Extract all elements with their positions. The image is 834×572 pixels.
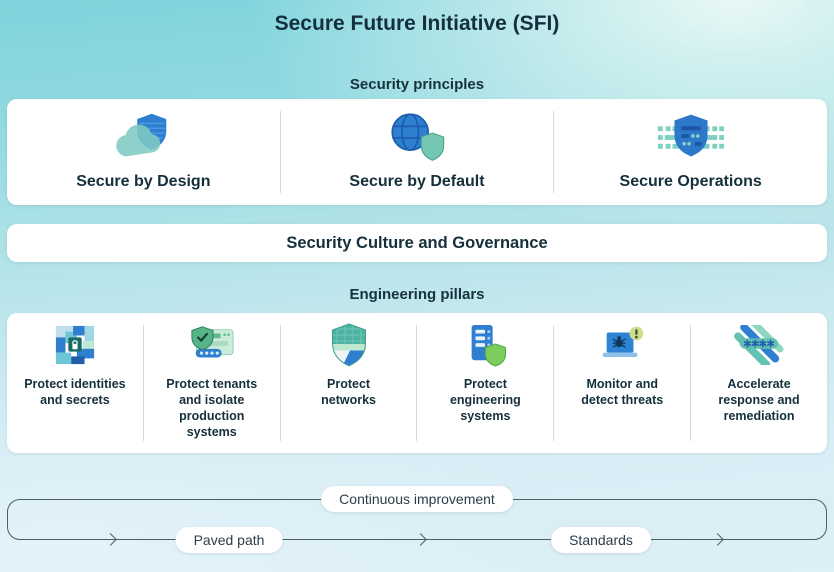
arrow-right-icon: [414, 533, 427, 547]
pillar-label: Monitor and detect threats: [581, 377, 664, 407]
divider: [279, 325, 281, 441]
principle-label: Secure by Default: [349, 173, 485, 190]
paved-path-pill: Paved path: [175, 527, 283, 553]
pillar-response: Accelerate response and remediation: [691, 313, 827, 453]
pillar-engineering: Protect engineering systems: [417, 313, 553, 453]
arrow-right-icon: [104, 533, 117, 547]
principles-card: Secure by Design Secure by Default: [7, 99, 827, 205]
tenant-shield-check-icon: [189, 323, 235, 367]
globe-shield-icon: [386, 110, 448, 164]
pillar-identities: Protect identities and secrets: [7, 313, 143, 453]
shield-circuit-icon: [656, 110, 726, 164]
pillar-label: Protect tenants and isolate production s…: [166, 377, 258, 439]
divider: [553, 111, 555, 193]
continuous-improvement-pill: Continuous improvement: [321, 486, 513, 512]
pillars-card: Protect identities and secrets Protect t…: [7, 313, 827, 453]
principle-label: Secure by Design: [76, 173, 211, 190]
pillar-label: Protect engineering systems: [449, 377, 521, 423]
principle-secure-operations: Secure Operations: [554, 99, 827, 205]
governance-bar: Security Culture and Governance: [7, 224, 827, 262]
divider: [142, 325, 144, 441]
pillars-section-label: Engineering pillars: [349, 286, 485, 303]
identity-mosaic-lock-icon: [54, 323, 96, 367]
continuous-improvement-loop: Continuous improvement Paved path Standa…: [7, 486, 827, 553]
cloud-shield-icon: [112, 110, 174, 164]
principle-secure-by-default: Secure by Default: [281, 99, 554, 205]
pillar-tenants: Protect tenants and isolate production s…: [144, 313, 280, 453]
divider: [553, 325, 555, 441]
pillar-label: Protect networks: [321, 377, 377, 407]
response-stripes-icon: [734, 323, 784, 367]
divider: [690, 325, 692, 441]
laptop-bug-alert-icon: [599, 323, 645, 367]
divider: [279, 111, 281, 193]
principles-section-label: Security principles: [349, 76, 485, 93]
arrow-right-icon: [711, 533, 724, 547]
pillar-label: Accelerate response and remediation: [718, 377, 800, 423]
pillar-networks: Protect networks: [281, 313, 417, 453]
pillar-monitor: Monitor and detect threats: [554, 313, 690, 453]
governance-label: Security Culture and Governance: [286, 233, 548, 252]
divider: [416, 325, 418, 441]
server-shield-icon: [464, 323, 507, 367]
page-title: Secure Future Initiative (SFI): [274, 12, 560, 35]
principle-label: Secure Operations: [619, 173, 762, 190]
standards-pill: Standards: [551, 527, 651, 553]
pillar-label: Protect identities and secrets: [24, 377, 126, 407]
network-shield-icon: [329, 323, 369, 367]
principle-secure-by-design: Secure by Design: [7, 99, 280, 205]
